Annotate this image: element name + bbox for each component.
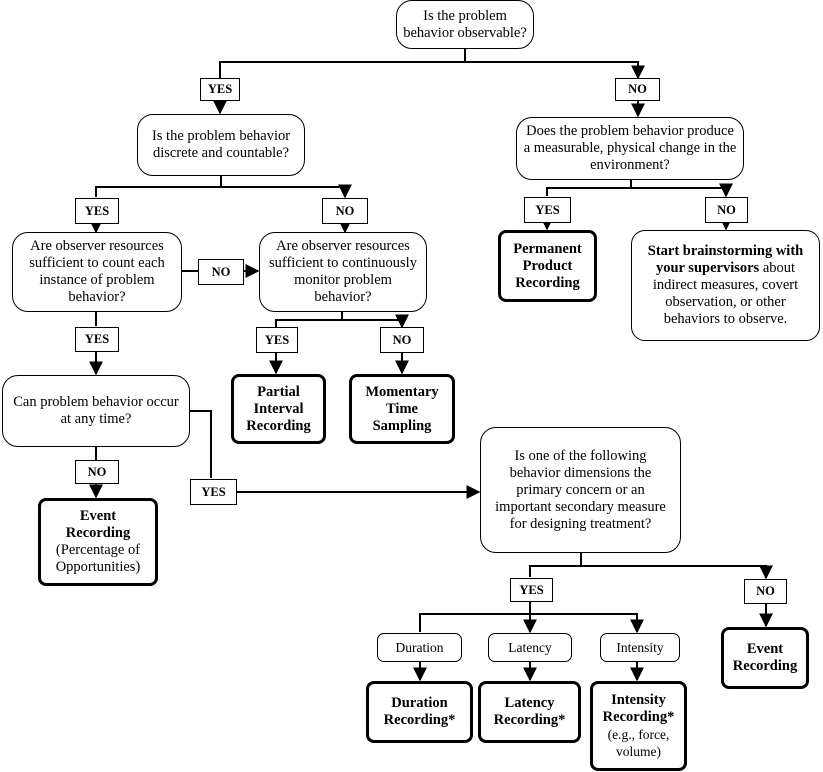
question-physical-text: Does the problem behavior produce a meas… [523,123,737,173]
result-event-recording: Event Recording [721,627,809,689]
dimension-latency: Latency [488,633,572,662]
tag-label: NO [717,202,736,217]
result-partial-interval: Partial Interval Recording [231,374,326,444]
tag-label: NO [756,584,775,598]
edge-physical [546,180,632,196]
edge-observable-no [465,61,645,80]
edge-monitor [275,312,343,327]
result-intensity-recording: Intensity Recording*(e.g., force, volume… [590,681,687,771]
event-pct-bold: Event Recording [65,508,131,541]
tag-no-dimensions: NO [744,579,787,604]
tag-label: YES [84,332,110,346]
brainstorm-bold: Start brainstorming with your supervisor… [647,243,804,276]
edge-anytime-yes [190,410,212,478]
question-anytime: Can problem behavior occur at any time? [2,375,190,447]
question-monitor-text: Are observer resources sufficient to con… [269,238,417,305]
tag-label: NO [628,82,647,96]
dimension-latency-text: Latency [508,640,552,655]
edge-dimensions [529,553,582,577]
result-momentary-time: Momentary Time Sampling [349,374,455,444]
question-monitor-resources: Are observer resources sufficient to con… [259,232,427,312]
tag-label: NO [335,203,355,218]
question-discrete-text: Is the problem behavior discrete and cou… [151,128,291,161]
tag-label: NO [392,332,412,347]
tag-no-observable: NO [615,78,660,101]
brainstorm-rest: about indirect measures, covert observat… [652,260,799,327]
result-momentary-text: Momentary Time Sampling [365,383,439,434]
dimension-intensity: Intensity [600,633,680,662]
tag-yes-discrete: YES [75,198,119,224]
tag-label: YES [519,582,544,597]
dimension-intensity-text: Intensity [616,640,664,655]
tag-no-count: NO [198,259,244,285]
result-intensity-text: Intensity Recording*(e.g., force, volume… [597,692,680,760]
result-latency-text: Latency Recording* [493,695,566,728]
intensity-bold: Intensity Recording* [602,692,675,725]
question-anytime-text: Can problem behavior occur at any time? [13,394,179,427]
tag-no-anytime: NO [75,460,119,484]
tag-no-discrete: NO [322,198,368,224]
result-duration-recording: Duration Recording* [366,681,473,743]
edge-observable-yes [219,49,466,78]
result-permanent-product: Permanent Product Recording [498,230,597,302]
question-count-text: Are observer resources sufficient to cou… [29,238,165,305]
tag-label: YES [84,203,110,218]
result-duration-text: Duration Recording* [383,695,456,728]
tag-yes-dimensions: YES [510,578,553,602]
tag-label: YES [535,202,560,217]
question-dimensions: Is one of the following behavior dimensi… [480,427,681,553]
result-permanent-text: Permanent Product Recording [513,240,582,291]
event-pct-rest: (Percentage of Opportunities) [55,542,141,575]
result-event-pct-text: Event Recording(Percentage of Opportunit… [47,508,149,576]
tag-yes-monitor: YES [256,327,298,353]
tag-yes-observable: YES [200,78,240,101]
question-observable: Is the problem behavior observable? [396,0,534,49]
tag-label: NO [211,264,231,279]
dimension-duration-text: Duration [395,640,444,655]
result-brainstorm-text: Start brainstorming with your supervisor… [640,243,811,328]
question-discrete: Is the problem behavior discrete and cou… [137,114,305,176]
tag-label: NO [87,464,107,479]
tag-yes-physical: YES [524,197,571,223]
result-partial-text: Partial Interval Recording [246,383,311,434]
result-event-recording-pct: Event Recording(Percentage of Opportunit… [38,498,158,586]
dimension-duration: Duration [377,633,462,662]
tag-no-monitor: NO [380,327,424,353]
result-brainstorm: Start brainstorming with your supervisor… [631,230,820,341]
question-count-resources: Are observer resources sufficient to cou… [12,232,182,312]
tag-no-physical: NO [705,197,748,223]
tag-yes-anytime: YES [190,479,237,505]
result-event-text: Event Recording [732,641,798,674]
tag-label: YES [201,484,226,499]
tag-yes-count: YES [75,327,119,352]
tag-label: YES [264,332,290,347]
edge-discrete [95,176,222,197]
question-physical-change: Does the problem behavior produce a meas… [516,117,744,180]
question-dimensions-text: Is one of the following behavior dimensi… [495,447,666,532]
result-latency-recording: Latency Recording* [478,681,581,743]
tag-label: YES [207,82,233,96]
intensity-rest: (e.g., force, volume) [607,727,670,759]
question-observable-text: Is the problem behavior observable? [403,7,527,41]
